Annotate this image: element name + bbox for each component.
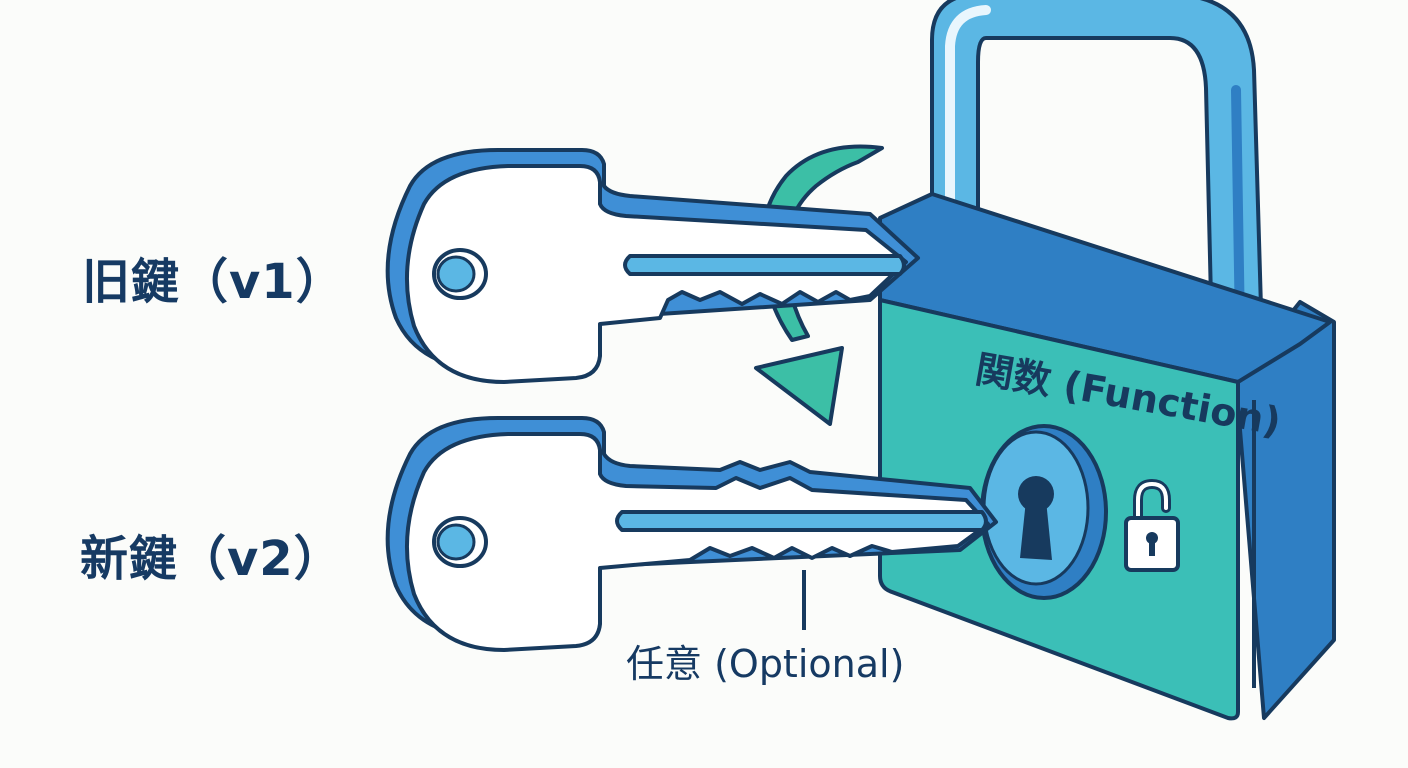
old-key	[385, 148, 920, 384]
key-icon	[385, 416, 998, 652]
curved-arrow-icon	[754, 144, 884, 426]
key-icon	[385, 148, 920, 384]
old-key-label: 旧鍵（v1）	[82, 254, 345, 310]
optional-label: 任意 (Optional)	[626, 642, 905, 686]
new-key-label: 新鍵（v2）	[80, 531, 343, 587]
unlocked-padlock-icon	[1124, 478, 1180, 572]
keyhole-icon	[980, 424, 1108, 600]
new-key	[385, 416, 998, 652]
padlock-icon	[878, 0, 1336, 721]
